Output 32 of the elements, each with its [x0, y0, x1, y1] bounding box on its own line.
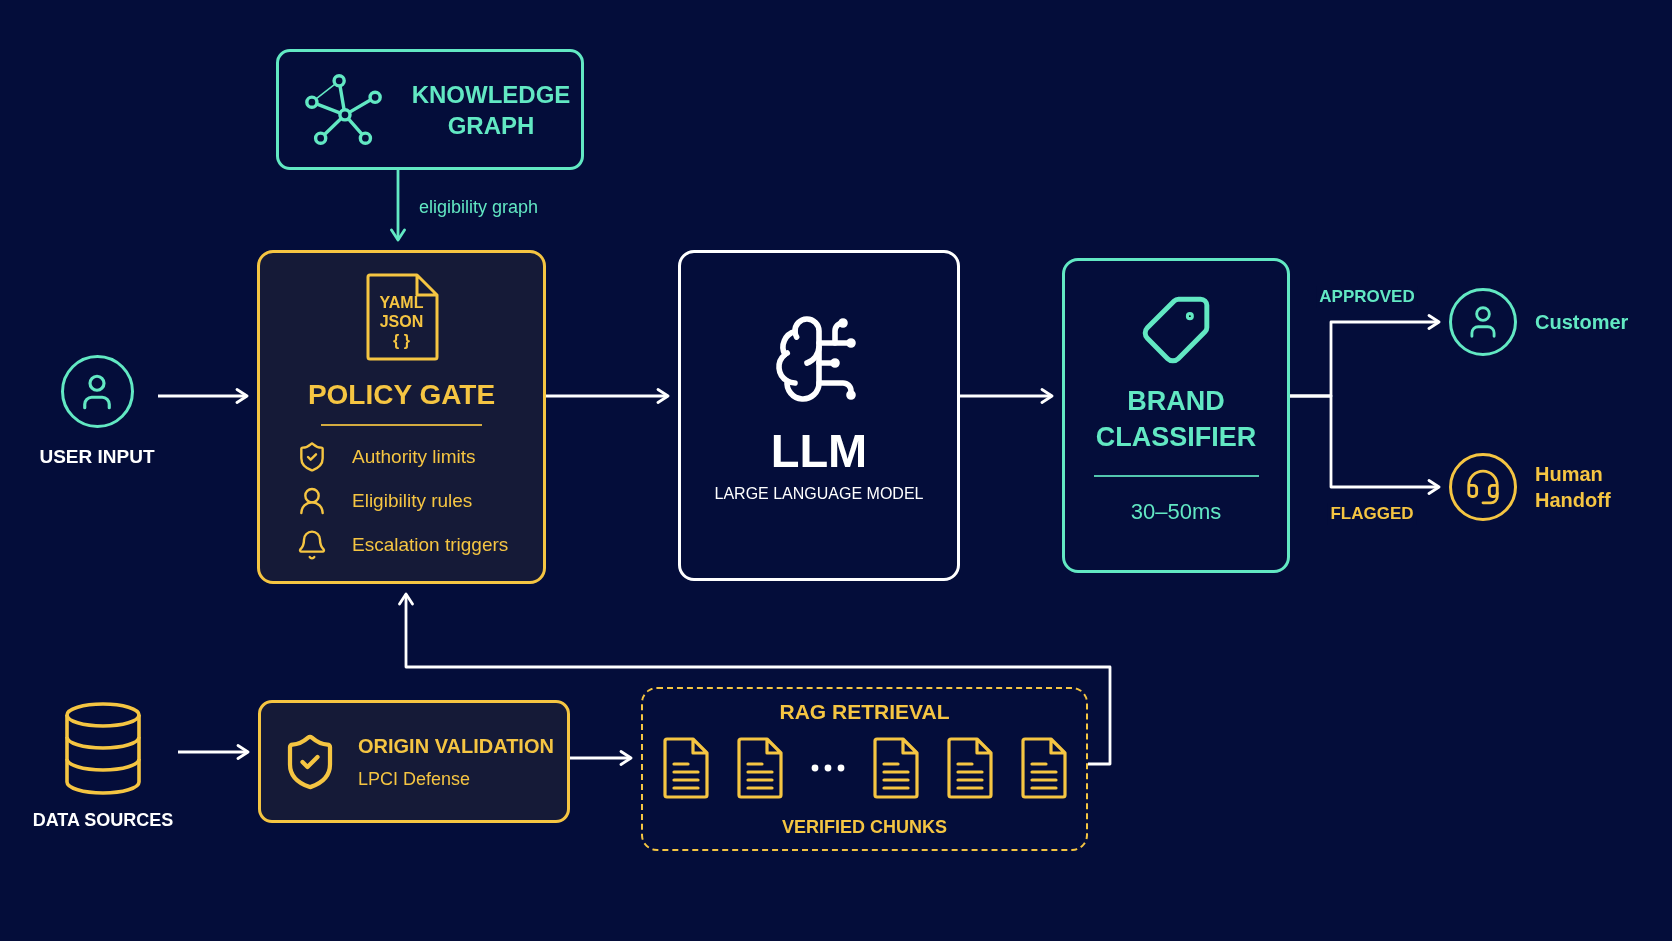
box-title: POLICY GATE	[307, 378, 496, 412]
arrow	[158, 388, 249, 404]
box-title: KNOWLEDGE GRAPH	[410, 79, 572, 141]
process-box	[276, 49, 584, 170]
list-item-text: Authority limits	[352, 445, 476, 469]
process-box	[1062, 258, 1290, 573]
box-title: LLM	[770, 424, 868, 478]
arrow	[570, 750, 633, 766]
node-label: USER INPUT	[39, 445, 155, 469]
box-subtitle: LPCI Defense	[358, 767, 472, 791]
arrow	[960, 388, 1054, 404]
dashed-group-box	[641, 687, 1088, 851]
arrow	[1290, 394, 1441, 495]
node-label: Human Handoff	[1535, 462, 1612, 513]
list-item-text: Eligibility rules	[352, 489, 473, 513]
process-box	[678, 250, 960, 581]
latency-value: 30–50ms	[1130, 498, 1222, 526]
arrow	[546, 388, 670, 404]
process-box	[257, 250, 546, 584]
node-label: Customer	[1535, 310, 1629, 335]
arrow	[178, 744, 250, 760]
box-caption: VERIFIED CHUNKS	[782, 816, 947, 838]
box-title: RAG RETRIEVAL	[779, 699, 950, 725]
arrow	[390, 170, 406, 242]
file-format-label: YAML JSON { }	[378, 292, 425, 350]
box-subtitle: LARGE LANGUAGE MODEL	[714, 484, 924, 504]
arrow	[398, 592, 1112, 766]
box-title: ORIGIN VALIDATION	[358, 733, 554, 759]
node-label: DATA SOURCES	[32, 809, 174, 832]
box-title: BRAND CLASSIFIER	[1094, 385, 1258, 454]
list-item-text: Escalation triggers	[352, 533, 509, 557]
process-box	[258, 700, 570, 823]
